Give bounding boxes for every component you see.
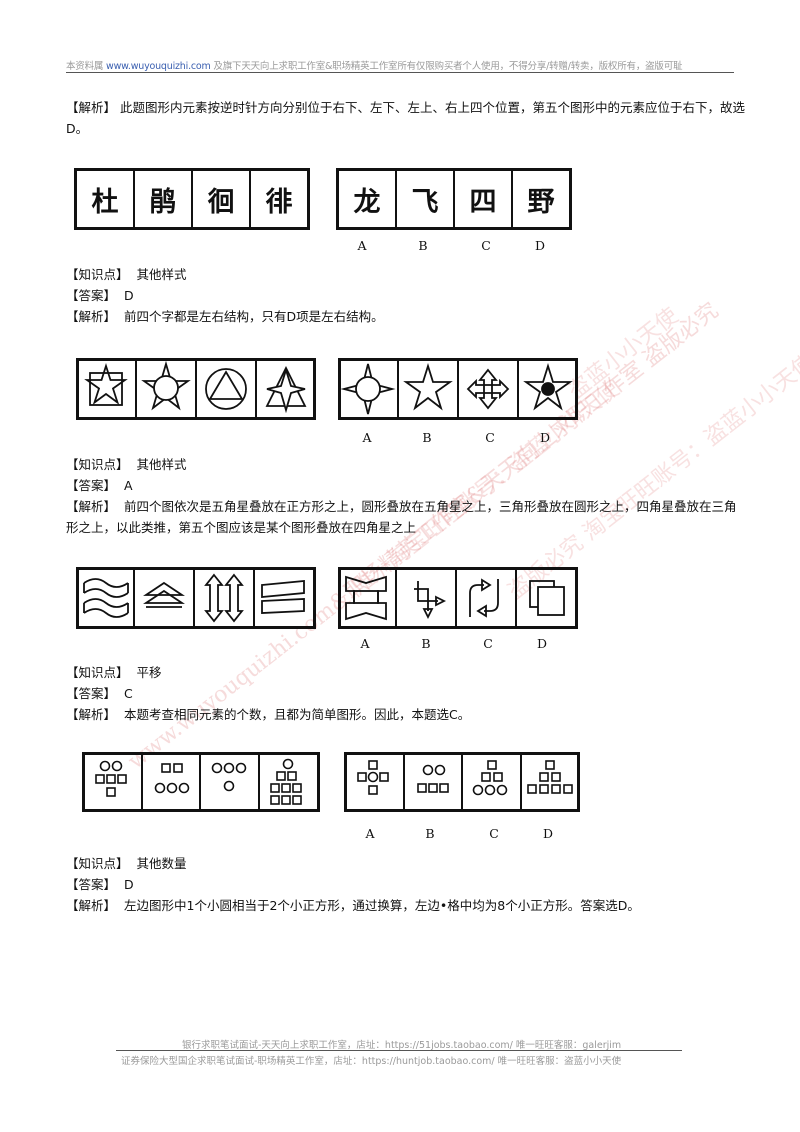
q1-option-char: 四 <box>455 171 513 227</box>
answer-tag: 【答案】 <box>66 288 117 303</box>
q3-explanation: 【解析】本题考查相同元素的个数，且都为简单图形。因此，本题选C。 <box>66 704 746 725</box>
q1-options-figure: 龙 飞 四 野 <box>336 168 572 230</box>
q2-answer: 【答案】 A <box>66 475 746 496</box>
explanation-tag: 【解析】 <box>66 309 117 324</box>
q4-option-label: C <box>489 826 499 841</box>
answer-value: A <box>124 478 133 493</box>
q2-option-label: A <box>362 430 372 445</box>
kp-value: 其他样式 <box>136 267 187 282</box>
q2-option-label: C <box>485 430 495 445</box>
explanation-tag: 【解析】 <box>66 499 117 514</box>
q1-question-figure: 杜 鹃 徊 徘 <box>74 168 310 230</box>
q1-option-label: D <box>534 238 546 253</box>
q2-knowledge-point: 【知识点】其他样式 <box>66 454 746 475</box>
q1-option-label: C <box>481 238 491 253</box>
kp-tag: 【知识点】 <box>66 856 129 871</box>
kp-value: 其他样式 <box>136 457 187 472</box>
q1-option-label: B <box>418 238 428 253</box>
kp-tag: 【知识点】 <box>66 267 129 282</box>
q4-knowledge-point: 【知识点】其他数量 <box>66 853 746 874</box>
q2-options-figure <box>338 358 578 420</box>
kp-value: 其他数量 <box>136 856 187 871</box>
q3-knowledge-point: 【知识点】平移 <box>66 662 746 683</box>
kp-tag: 【知识点】 <box>66 665 129 680</box>
answer-tag: 【答案】 <box>66 877 117 892</box>
q4-question-figure <box>82 752 320 812</box>
footer-line-2: 证券保险大型国企求职笔试面试-职场精英工作室，店址：https://huntjo… <box>121 1056 622 1067</box>
footer-divider <box>116 1050 682 1051</box>
explanation-text: 前四个字都是左右结构，只有D项是左右结构。 <box>124 309 384 324</box>
q4-option-label: A <box>365 826 375 841</box>
kp-value: 平移 <box>136 665 162 680</box>
q4-answer: 【答案】 D <box>66 874 746 895</box>
q3-option-label: A <box>360 636 370 651</box>
q3-options-figure <box>338 567 578 629</box>
kp-tag: 【知识点】 <box>66 457 129 472</box>
q1-option-char: 龙 <box>339 171 397 227</box>
q3-question-figure <box>76 567 316 629</box>
q1-option-label: A <box>357 238 367 253</box>
answer-value: D <box>124 288 134 303</box>
header-suffix: 及旗下天天向上求职工作室&职场精英工作室所有仅限购买者个人使用，不得分享/转赠/… <box>213 61 683 72</box>
q1-answer: 【答案】 D <box>66 285 746 306</box>
explanation-text: 前四个图依次是五角星叠放在正方形之上，圆形叠放在五角星之上，三角形叠放在圆形之上… <box>66 499 737 535</box>
q3-answer: 【答案】 C <box>66 683 746 704</box>
q1-question-char: 杜 <box>77 171 135 227</box>
footer-line-1: 银行求职笔试面试-天天向上求职工作室，店址：https://51jobs.tao… <box>182 1040 622 1051</box>
q1-option-char: 飞 <box>397 171 455 227</box>
q1-question-char: 鹃 <box>135 171 193 227</box>
page-header: 本资料属 www.wuyouquizhi.com 及旗下天天向上求职工作室&职场… <box>66 58 736 72</box>
q3-option-label: D <box>536 636 548 651</box>
explanation-text: 左边图形中1个小圆相当于2个小正方形，通过换算，左边•格中均为8个小正方形。答案… <box>124 898 640 913</box>
intro-explanation: 【解析】 此题图形内元素按逆时针方向分别位于右下、左下、左上、右上四个位置，第五… <box>66 97 746 139</box>
explanation-text: 本题考查相同元素的个数，且都为简单图形。因此，本题选C。 <box>124 707 471 722</box>
explanation-tag: 【解析】 <box>66 898 117 913</box>
answer-value: C <box>124 686 133 701</box>
q3-option-label: B <box>421 636 431 651</box>
answer-tag: 【答案】 <box>66 478 117 493</box>
q4-option-label: D <box>542 826 554 841</box>
header-link[interactable]: www.wuyouquizhi.com <box>106 61 211 72</box>
q4-explanation: 【解析】左边图形中1个小圆相当于2个小正方形，通过换算，左边•格中均为8个小正方… <box>66 895 746 916</box>
q2-option-label: B <box>422 430 432 445</box>
intro-tag: 【解析】 <box>66 100 117 115</box>
q1-question-char: 徘 <box>265 186 293 218</box>
q1-knowledge-point: 【知识点】其他样式 <box>66 264 746 285</box>
q1-explanation: 【解析】前四个字都是左右结构，只有D项是左右结构。 <box>66 306 746 327</box>
q2-explanation: 【解析】前四个图依次是五角星叠放在正方形之上，圆形叠放在五角星之上，三角形叠放在… <box>66 496 746 538</box>
answer-tag: 【答案】 <box>66 686 117 701</box>
q2-question-figure <box>76 358 316 420</box>
q4-option-label: B <box>425 826 435 841</box>
q4-options-figure <box>344 752 580 812</box>
explanation-tag: 【解析】 <box>66 707 117 722</box>
q2-option-label: D <box>539 430 551 445</box>
intro-text: 此题图形内元素按逆时针方向分别位于右下、左下、左上、右上四个位置，第五个图形中的… <box>66 100 746 136</box>
header-prefix: 本资料属 <box>66 61 104 72</box>
header-divider <box>66 72 734 73</box>
q1-option-char: 野 <box>527 186 555 218</box>
q1-question-char: 徊 <box>193 171 251 227</box>
answer-value: D <box>124 877 134 892</box>
q3-option-label: C <box>483 636 493 651</box>
